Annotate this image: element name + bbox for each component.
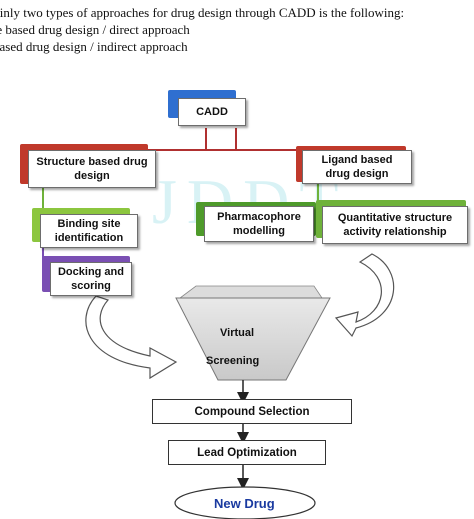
virtual-screening-funnel xyxy=(175,297,331,381)
ligand-node: Ligand based drug design xyxy=(302,150,412,184)
right-curved-arrow xyxy=(334,253,395,338)
docking-node: Docking and scoring xyxy=(50,262,132,296)
intro-text: ainly two types of approaches for drug d… xyxy=(0,4,474,55)
intro-line-3: based drug design / indirect approach xyxy=(0,39,188,54)
binding-node: Binding site identification xyxy=(40,214,138,248)
virtual-screening-back xyxy=(178,285,323,299)
tree-connectors xyxy=(138,128,318,151)
screening-label: Screening xyxy=(206,355,260,367)
left-curved-arrow xyxy=(85,295,178,380)
new-drug-label: New Drug xyxy=(214,496,275,511)
virtual-label: Virtual xyxy=(220,327,255,339)
structure-node: Structure based drug design xyxy=(28,150,156,188)
lead-optimization-node: Lead Optimization xyxy=(168,440,326,465)
qsar-node: Quantitative structure activity relation… xyxy=(322,206,468,244)
pharmacophore-node: Pharmacophore modelling xyxy=(204,206,314,242)
new-drug-ellipse xyxy=(174,486,316,519)
cadd-node: CADD xyxy=(178,98,246,126)
intro-line-2: re based drug design / direct approach xyxy=(0,22,190,37)
compound-selection-node: Compound Selection xyxy=(152,399,352,424)
intro-line-1: ainly two types of approaches for drug d… xyxy=(0,5,405,20)
